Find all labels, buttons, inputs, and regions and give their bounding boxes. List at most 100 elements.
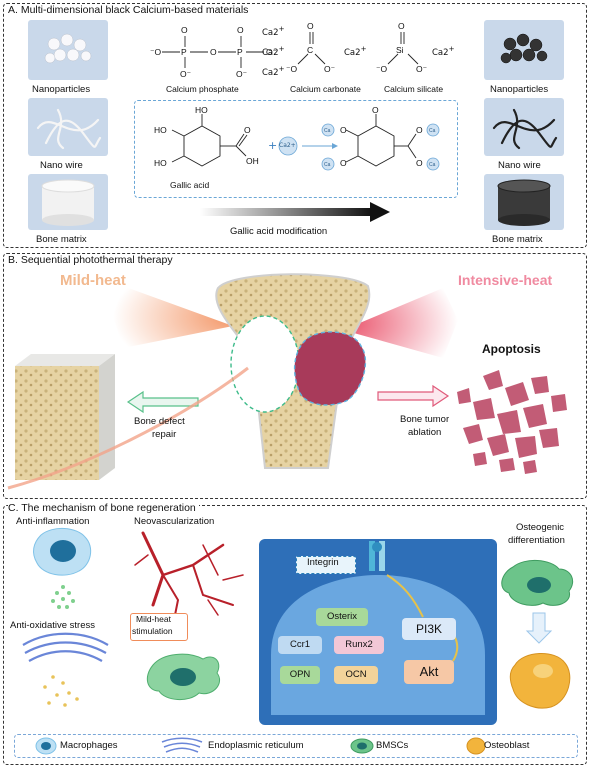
svg-text:O: O	[181, 25, 188, 35]
pi3k-pill: PI3K	[402, 618, 456, 640]
osterix-pill: Osterix	[316, 608, 368, 626]
svg-text:O: O	[237, 25, 244, 35]
svg-text:⁻O: ⁻O	[376, 64, 387, 74]
nanowire-black-image	[484, 98, 564, 156]
mild-heat-beam	[113, 286, 233, 348]
svg-text:C: C	[307, 45, 313, 55]
modification-arrow	[200, 202, 390, 222]
svg-text:Si: Si	[396, 45, 404, 55]
legend-osteoblast: Osteoblast	[484, 740, 530, 751]
legend-macrophages: Macrophages	[60, 740, 118, 751]
legend-bmsc-icon	[350, 738, 374, 754]
bone-defect-repair-line2: repair	[152, 429, 177, 440]
label-nanowire-left: Nano wire	[40, 160, 83, 171]
panel-a	[3, 3, 587, 248]
bmsc-cell-right	[501, 560, 574, 606]
ca-ion-carbonate: Ca2+	[344, 44, 367, 58]
legend-endoplasmic-reticulum: Endoplasmic reticulum	[208, 740, 304, 751]
svg-text:Ca: Ca	[429, 128, 436, 134]
nanoparticles-white-image	[28, 20, 108, 80]
label-anti-inflammation: Anti-inflammation	[16, 516, 90, 527]
black-wire-icon	[492, 108, 558, 150]
plus-sign: +	[268, 139, 278, 152]
gallic-acid-box	[134, 100, 458, 198]
svg-text:O: O	[398, 21, 405, 31]
anti-oxidative-dots	[43, 675, 79, 707]
blood-vessels-icon	[134, 531, 244, 616]
bone-tumor	[293, 331, 367, 406]
svg-text:O⁻: O⁻	[324, 64, 336, 74]
svg-text:O⁻: O⁻	[266, 47, 278, 57]
mild-heat-stimulation-box	[130, 613, 188, 641]
legend-box	[14, 734, 578, 758]
label-osteogenic-line2: differentiation	[508, 535, 565, 546]
bone-tumor-ablation-line2: ablation	[408, 427, 442, 438]
svg-text:O: O	[307, 21, 314, 31]
legend-bmscs: BMSCs	[376, 740, 409, 751]
nanoparticles-black-image	[484, 20, 564, 80]
white-spheres-icon	[44, 33, 92, 64]
white-cylinder-icon	[41, 179, 95, 226]
pathway-arrow-integrin-pi3k	[386, 574, 424, 618]
bmsc-cell-left	[146, 653, 221, 700]
akt-pill: Akt	[404, 660, 454, 684]
bone-matrix-white-image	[28, 174, 108, 230]
label-gallic-acid: Gallic acid	[170, 180, 210, 190]
bone-defect-repair-line1: Bone defect	[134, 416, 185, 427]
bone-matrix-black-image	[484, 174, 564, 230]
integrin-label-box	[296, 556, 356, 574]
svg-text:O: O	[372, 105, 379, 115]
svg-text:O: O	[244, 125, 251, 135]
label-neovascularization: Neovascularization	[134, 516, 215, 527]
integrin-icon	[369, 541, 385, 571]
macrophage-icon	[33, 528, 92, 576]
ocn-pill: OCN	[334, 666, 378, 684]
svg-text:O⁻: O⁻	[236, 69, 248, 79]
svg-text:HO: HO	[154, 158, 167, 168]
label-nanoparticles-left: Nanoparticles	[32, 84, 91, 95]
legend-er-icon	[161, 737, 203, 753]
runx2-pill: Runx2	[334, 636, 384, 654]
mild-heat-stimulation-line2: stimulation	[132, 626, 173, 636]
endoplasmic-reticulum-icon	[22, 632, 109, 662]
therapy-illustration	[7, 273, 567, 490]
panel-c-title: C. The mechanism of bone regeneration	[8, 502, 199, 514]
panel-c	[3, 505, 587, 765]
panel-a-title: A. Multi-dimensional black Calcium-based…	[8, 4, 249, 16]
svg-text:O: O	[210, 47, 217, 57]
apoptosis-fragments	[457, 370, 567, 474]
opn-pill: OPN	[280, 666, 320, 684]
mild-heat-label: Mild-heat	[60, 272, 126, 289]
svg-text:Ca: Ca	[324, 162, 331, 168]
svg-text:O: O	[416, 158, 423, 168]
svg-text:O: O	[340, 158, 347, 168]
white-wire-icon	[36, 108, 102, 150]
legend-osteoblast-icon	[466, 737, 486, 755]
label-nanowire-right: Nano wire	[498, 160, 541, 171]
mild-heat-stimulation-line1: Mild-heat	[136, 614, 171, 624]
ca-ion-2: Ca2+	[262, 44, 285, 58]
svg-text:Ca: Ca	[324, 128, 331, 134]
black-cylinder-icon	[497, 179, 551, 226]
differentiation-arrow	[525, 612, 553, 644]
ca-ion-3: Ca2+	[262, 64, 285, 78]
svg-text:HO: HO	[195, 105, 208, 115]
label-nanoparticles-right: Nanoparticles	[490, 84, 549, 95]
svg-text:O: O	[340, 125, 347, 135]
svg-text:⁻O: ⁻O	[150, 47, 161, 57]
legend-macrophage-icon	[35, 737, 57, 755]
calcium-ion-circle: Ca2+	[279, 142, 296, 149]
svg-text:⁻O: ⁻O	[286, 64, 297, 74]
panel-b	[3, 253, 587, 499]
nucleus-panel	[259, 539, 497, 725]
ccr1-pill: Ccr1	[278, 636, 322, 654]
nanowire-white-image	[28, 98, 108, 156]
ca-ion-1: Ca2+	[262, 24, 285, 38]
black-spheres-icon	[500, 33, 548, 64]
label-bone-matrix-left: Bone matrix	[36, 234, 87, 245]
scaffold-cube	[15, 354, 115, 480]
osteoblast-cell	[509, 652, 571, 709]
ca-ion-silicate: Ca2+	[432, 44, 455, 58]
label-anti-oxidative-stress: Anti-oxidative stress	[10, 620, 96, 631]
